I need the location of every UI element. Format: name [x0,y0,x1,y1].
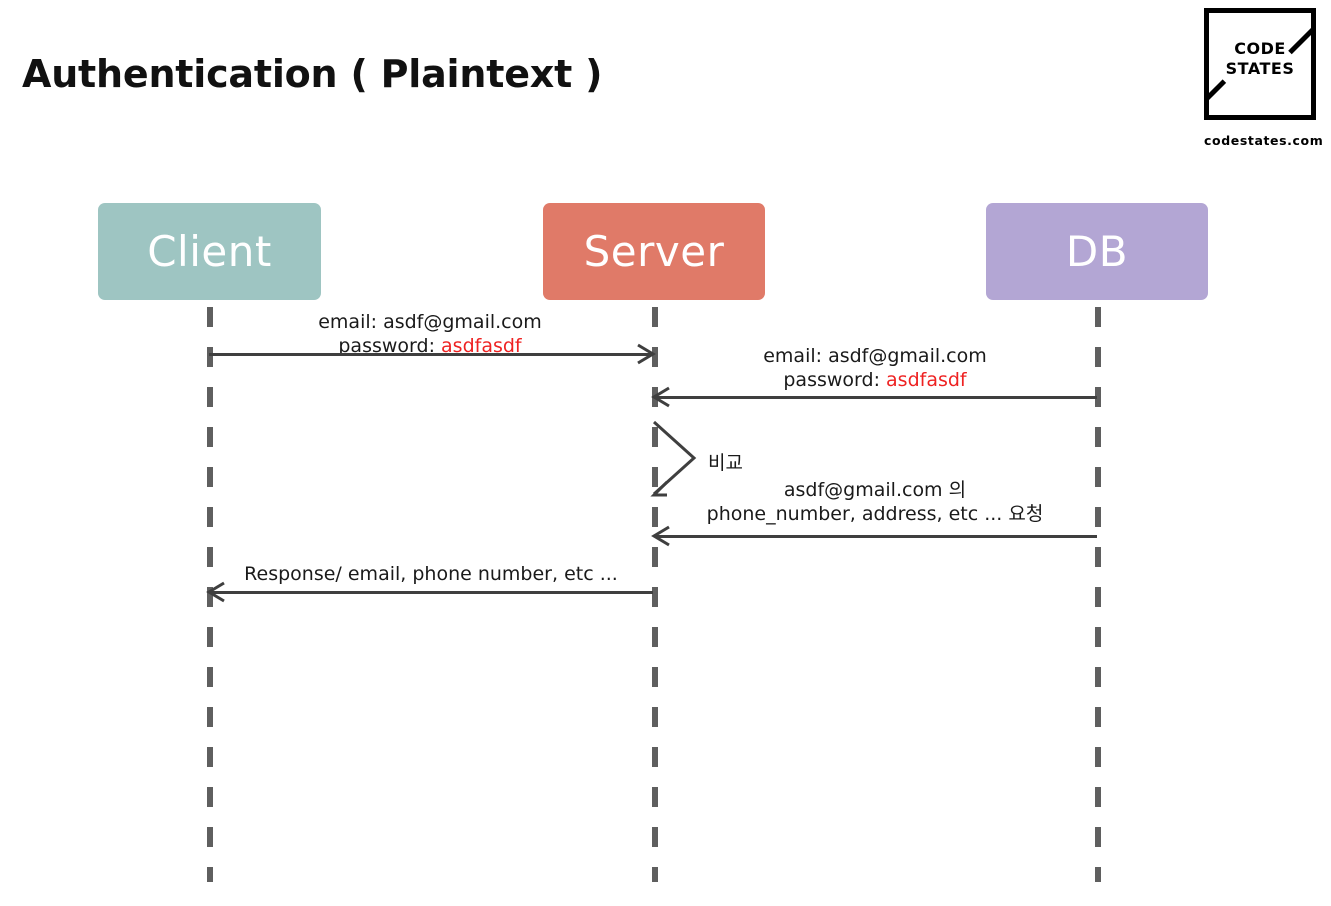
actor-box-db[interactable]: DB [986,203,1208,300]
lifeline-client [207,307,213,882]
message-label-4: Response/ email, phone number, etc ... [209,562,653,586]
message-label-1: email: asdf@gmail.com password: asdfasdf [207,310,653,358]
logo-corner-bottomleft-icon [1204,79,1227,102]
message-label-3-line2: phone_number, address, etc ... 요청 [706,503,1044,525]
message-arrow-2[interactable] [655,396,1097,399]
message-label-1-password-value: asdfasdf [441,335,522,357]
message-label-1-line2: password: asdfasdf [207,334,653,358]
message-label-2-password-value: asdfasdf [886,369,967,391]
message-label-1-line1: email: asdf@gmail.com [318,311,542,333]
self-message-label-compare: 비교 [708,452,743,474]
page-title: Authentication ( Plaintext ) [22,52,603,96]
message-label-2-line2-text: password: [783,369,887,391]
message-arrow-4[interactable] [210,591,653,594]
message-label-2-line2: password: asdfasdf [653,368,1097,392]
actor-box-server[interactable]: Server [543,203,765,300]
message-label-3: asdf@gmail.com 의 phone_number, address, … [653,478,1097,526]
logo-wordmark-line2: STATES [1225,59,1295,78]
logo-square-frame: CODE STATES [1204,8,1316,120]
actor-label-db: DB [1065,227,1129,276]
actor-label-client: Client [147,227,272,276]
actor-box-client[interactable]: Client [98,203,321,300]
message-label-2: email: asdf@gmail.com password: asdfasdf [653,344,1097,392]
actor-label-server: Server [583,227,725,276]
logo-url: codestates.com [1204,133,1324,148]
message-label-4-line1: Response/ email, phone number, etc ... [244,563,618,585]
message-label-2-line1: email: asdf@gmail.com [763,345,987,367]
message-arrow-3[interactable] [655,535,1097,538]
logo-wordmark: CODE STATES [1209,39,1311,79]
lifeline-db [1095,307,1101,882]
self-message-loop-server[interactable] [650,418,702,502]
lifeline-server [652,307,658,882]
logo-wordmark-line1: CODE [1234,39,1286,58]
codestates-logo: CODE STATES codestates.com [1204,8,1324,148]
message-label-1-line2-text: password: [338,335,442,357]
message-arrow-1[interactable] [209,353,651,356]
message-label-3-line1: asdf@gmail.com 의 [783,479,967,501]
